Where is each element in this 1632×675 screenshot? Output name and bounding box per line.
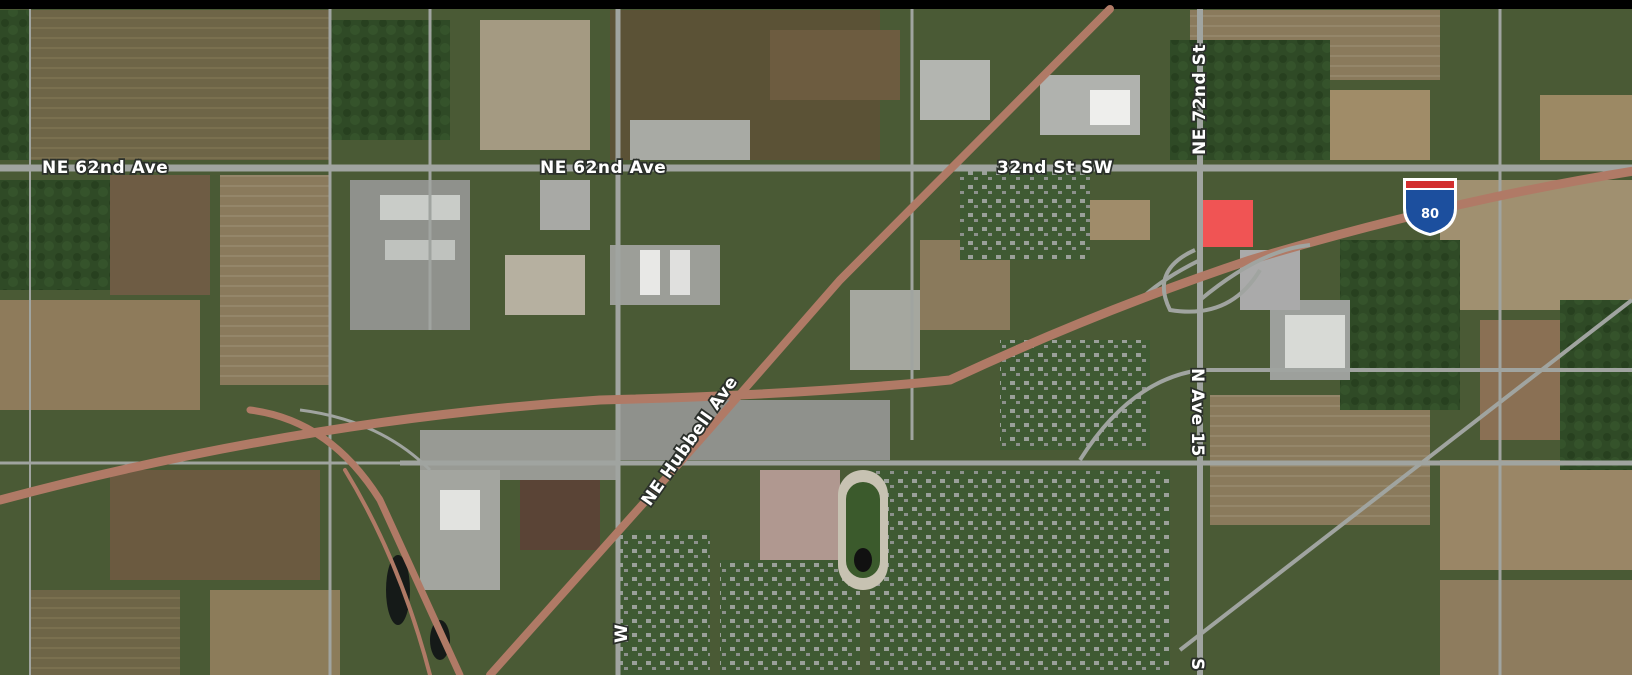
road-label-ne-72nd-st: NE 72nd St xyxy=(1190,44,1210,155)
race-track xyxy=(838,470,888,590)
road-label-s-bottom: S xyxy=(1187,658,1207,671)
road-label-ne-62nd-ave-center: NE 62nd Ave xyxy=(540,158,666,178)
road-label-w-bottom: W xyxy=(612,624,632,643)
secondary-roads xyxy=(0,9,1632,675)
location-marker[interactable] xyxy=(1203,200,1253,247)
residential-areas xyxy=(620,170,1170,675)
road-label-32nd-st-sw: 32nd St SW xyxy=(997,158,1113,178)
top-border xyxy=(0,0,1632,9)
highways xyxy=(0,5,1632,675)
interstate-80-shield[interactable]: 80 xyxy=(1403,178,1457,236)
industrial-areas xyxy=(350,20,1350,590)
road-label-ne-62nd-ave-west: NE 62nd Ave xyxy=(42,158,168,178)
interstate-number: 80 xyxy=(1421,207,1439,222)
interchange-loops xyxy=(1161,243,1311,314)
road-label-n-ave-15: N Ave 15 xyxy=(1187,368,1207,457)
